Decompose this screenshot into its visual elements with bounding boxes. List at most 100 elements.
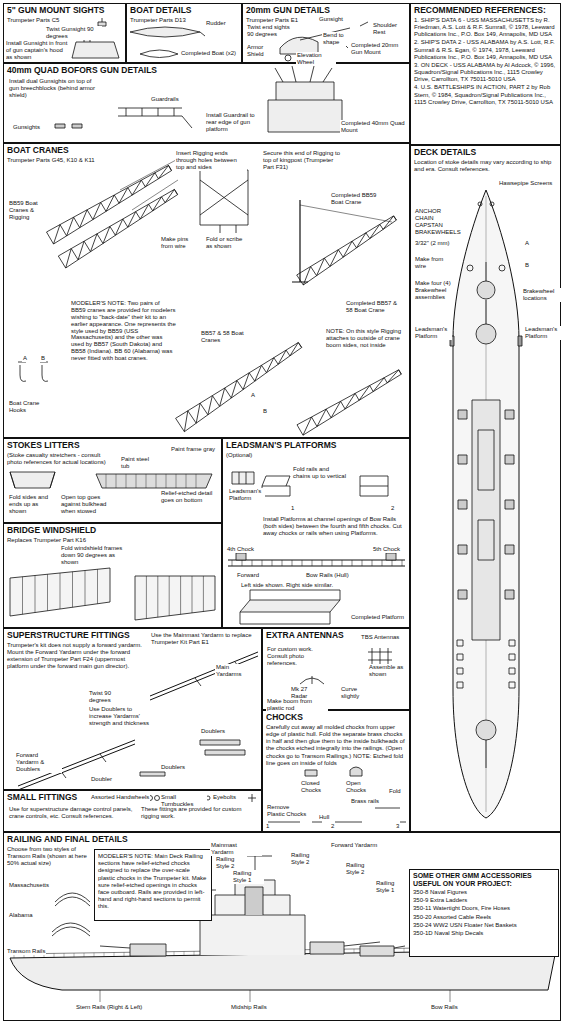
callout-label: Completed Boat (x2) <box>180 50 237 57</box>
drawing-stroke <box>146 576 147 619</box>
drawing-stroke <box>60 573 61 609</box>
drawing-stroke <box>342 560 343 566</box>
drawing-stroke <box>169 576 170 616</box>
callout-label: Fold sides and ends up as shown <box>8 494 52 515</box>
drawing-stroke <box>312 560 313 566</box>
callout-label: Bow Rails (Hull) <box>305 572 350 579</box>
callout-label: Forward Yardarm & Doublers <box>15 752 62 773</box>
drawing-stroke <box>392 560 393 566</box>
callout-label: Twist end sights 90 degrees <box>246 24 293 38</box>
panel-text: (Optional) <box>226 452 406 459</box>
callout-label: Forward Yardarm <box>330 842 378 849</box>
callout-label: A <box>250 392 256 399</box>
drawing-stroke <box>146 474 147 488</box>
drawing-stroke <box>54 953 55 957</box>
drawing-stroke <box>194 951 195 955</box>
panel: BOAT CRANESTrumpeter Parts G45, K10 & K1… <box>3 143 410 438</box>
drawing-stroke <box>453 190 519 818</box>
drawing-stroke <box>362 560 363 566</box>
panel-heading: LEADSMAN'S PLATFORMS <box>226 441 406 451</box>
callout-label: Doublers <box>200 728 226 735</box>
callout-label: Make pins from wire <box>160 236 197 250</box>
drawing-stroke <box>166 474 167 488</box>
panel-text: 350-24 WW2 USN Floater Net Baskets <box>413 922 555 929</box>
drawing-stroke <box>262 560 263 566</box>
callout-label: Midship Rails <box>230 1004 268 1011</box>
panel-text: Carefully cut away all molded chocks fro… <box>266 724 406 767</box>
drawing-stroke <box>245 887 263 915</box>
callout-label: Install Platforms at channel openings of… <box>262 516 404 537</box>
drawing-circle <box>285 55 291 61</box>
panel-heading: SOME OTHER GMM ACCESSORIES USEFUL ON YOU… <box>413 872 555 888</box>
callout-label: Make boom from plastic rod <box>266 698 328 712</box>
drawing-stroke <box>457 654 515 660</box>
panel-text: Trumpeter Parts C5 <box>7 17 122 24</box>
panel-heading: RECOMMENDED REFERENCES: <box>414 6 557 16</box>
drawing-stroke <box>242 560 243 566</box>
drawing-circle <box>476 720 496 740</box>
callout-label: Install Gunsight in front of gun captain… <box>5 40 69 61</box>
drawing-stroke <box>300 676 324 684</box>
drawing-stroke <box>176 343 302 432</box>
drawing-stroke <box>74 953 75 957</box>
drawing-stroke <box>186 474 187 488</box>
callout-label: Eyebolts <box>212 794 237 801</box>
drawing-stroke <box>124 952 125 956</box>
callout-label: Fold <box>388 788 402 795</box>
panel-text: Trumpeter's kit does not supply a forwar… <box>7 642 142 671</box>
callout-label: Closed Chocks <box>300 780 332 794</box>
callout-label: Railing Style 2 <box>345 862 377 876</box>
drawing-stroke <box>196 474 197 488</box>
drawing-stroke <box>200 170 248 233</box>
drawing-stroke <box>156 474 157 488</box>
drawing-stroke <box>275 66 332 82</box>
callout-label: Secure this end of Rigging to top of kin… <box>262 150 344 171</box>
drawing-stroke <box>305 767 362 776</box>
drawing-stroke <box>352 560 353 566</box>
drawing-stroke <box>116 474 117 488</box>
callout-label: Main Yardarms <box>215 664 257 678</box>
callout-label: Completed 40mm Quad Mount <box>340 120 407 134</box>
callout-label: Relief-etched detail goes on bottom <box>160 490 217 504</box>
callout-label: Insert Rigging ends through holes betwee… <box>175 150 247 171</box>
panel-heading: BOAT DETAILS <box>130 6 238 16</box>
callout-label: Assorted Handwheels <box>90 794 150 801</box>
drawing-stroke <box>85 571 86 606</box>
drawing-stroke <box>360 946 405 956</box>
panel-text: Replaces Trumpeter Part K16 <box>7 537 218 544</box>
drawing-stroke <box>300 205 392 222</box>
callout-label: Armor Shield <box>246 44 278 58</box>
panel-heading: MODELER'S NOTE: Main Deck Railing sectio… <box>98 853 208 911</box>
drawing-stroke <box>457 682 515 688</box>
callout-label: Brakewheel locations <box>522 288 562 302</box>
drawing-stroke <box>332 560 333 566</box>
panel-text: 350-1D Naval Ship Decals <box>413 930 555 937</box>
drawing-stroke <box>248 794 256 802</box>
panel: RECOMMENDED REFERENCES:1. SHIP'S DATA 6 … <box>410 3 561 145</box>
callout-label: Remove Plastic Chocks <box>266 804 308 818</box>
panel-text: 3. ON DECK - USS ALABAMA by Al Adcock, ©… <box>414 62 557 84</box>
callout-label: 5th Chock <box>372 546 401 553</box>
panel-text: 2. SHIP'S DATA 2 - USS ALABAMA by A.S. L… <box>414 39 557 61</box>
drawing-stroke <box>118 108 192 128</box>
drawing-circle <box>499 265 505 271</box>
drawing-stroke <box>458 590 514 599</box>
panel-heading: CHOCKS <box>266 713 406 723</box>
drawing-circle <box>477 281 495 299</box>
drawing-stroke <box>72 38 119 58</box>
drawing-stroke <box>10 472 55 488</box>
callout-label: Open Chocks <box>345 780 377 794</box>
drawing-stroke <box>200 740 245 755</box>
callout-label: Assemble as shown <box>368 664 408 678</box>
drawing-stroke <box>382 560 383 566</box>
panel-text: 350-20 Assorted Cable Reels <box>413 914 555 921</box>
callout-label: TBS Antennas <box>360 634 400 641</box>
panel-heading: 5" GUN MOUNT SIGHTS <box>7 6 122 16</box>
callout-label: Paint steel tub <box>120 456 152 470</box>
drawing-stroke <box>64 953 65 957</box>
drawing-circle <box>155 796 160 801</box>
callout-label: Curve slightly <box>340 686 377 700</box>
drawing-stroke <box>458 455 514 464</box>
callout-label: Install Guardrail to rear edge of gun pl… <box>205 112 267 133</box>
